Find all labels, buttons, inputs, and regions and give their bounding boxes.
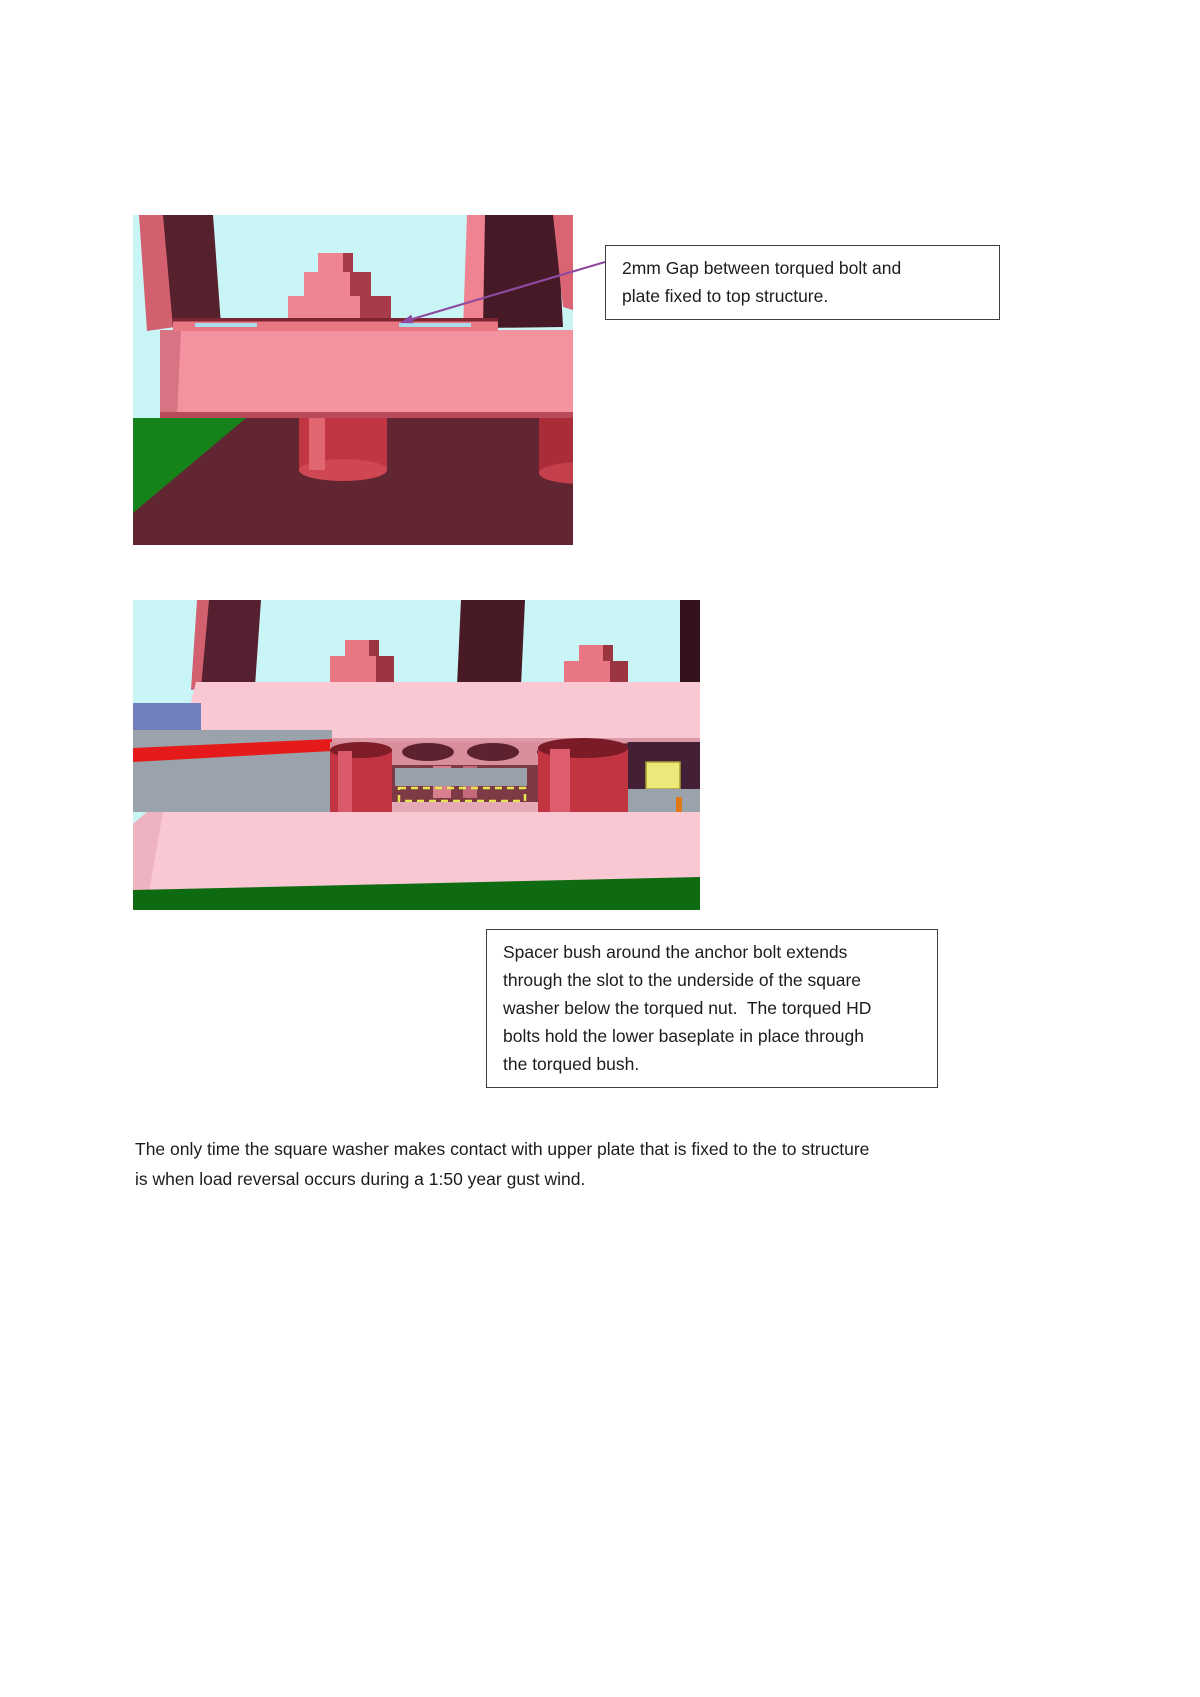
callout-gap-line-1: 2mm Gap between torqued bolt and [622, 258, 902, 278]
spacer-render-svg [133, 600, 700, 910]
callout-spacer-line-1: Spacer bush around the anchor bolt exten… [503, 942, 848, 962]
left-column-face [163, 215, 221, 328]
gap-render-svg [133, 215, 573, 545]
right-column-face [483, 215, 563, 328]
main-beam [160, 330, 573, 418]
left-column-face [201, 600, 261, 688]
body-paragraph: The only time the square washer makes co… [135, 1134, 1035, 1194]
right-corner-pink [553, 215, 573, 310]
ground-wedge [133, 418, 246, 513]
spacer-bush-left [330, 742, 392, 814]
gray-deck-right [628, 789, 700, 812]
top-structure-right-column [463, 215, 573, 329]
torqued-bolt [288, 253, 391, 318]
lower-baseplate [133, 812, 700, 892]
body-line-1: The only time the square washer makes co… [135, 1139, 870, 1159]
torqued-nut-right [564, 645, 628, 686]
ground-strip [133, 877, 700, 910]
between-bush-machinery [392, 765, 542, 812]
anchor-bolt-cylinder-partial-right [539, 418, 573, 484]
callout-spacer-line-5: the torqued bush. [503, 1054, 640, 1074]
figure-gap-render [133, 215, 573, 545]
callout-spacer-line-2: through the slot to the underside of the… [503, 970, 862, 990]
orange-marker [676, 797, 682, 812]
body-line-2: is when load reversal occurs during a 1:… [135, 1169, 586, 1189]
arrowhead [400, 314, 414, 324]
callout-spacer-note: Spacer bush around the anchor bolt exten… [486, 929, 938, 1088]
yellow-block [645, 761, 681, 790]
red-stripe [133, 739, 332, 762]
callout-gap-line-2: plate fixed to top structure. [622, 286, 829, 306]
callout-spacer-line-3: washer below the torqued nut. The torque… [503, 998, 872, 1018]
torqued-nut-left [330, 640, 394, 683]
top-structure-left-column [139, 215, 221, 331]
blue-band [133, 703, 201, 730]
figure-spacer-bush-render [133, 600, 700, 910]
spacer-bush-right [538, 738, 628, 814]
callout-gap-note: 2mm Gap between torqued bolt and plate f… [605, 245, 1000, 320]
upper-plate [181, 682, 700, 742]
anchor-bolt-cylinder [299, 418, 387, 481]
callout-arrow [400, 260, 606, 324]
top-plate [173, 318, 498, 331]
callout-spacer-line-4: bolts hold the lower baseplate in place … [503, 1026, 864, 1046]
center-column-face [457, 600, 525, 686]
